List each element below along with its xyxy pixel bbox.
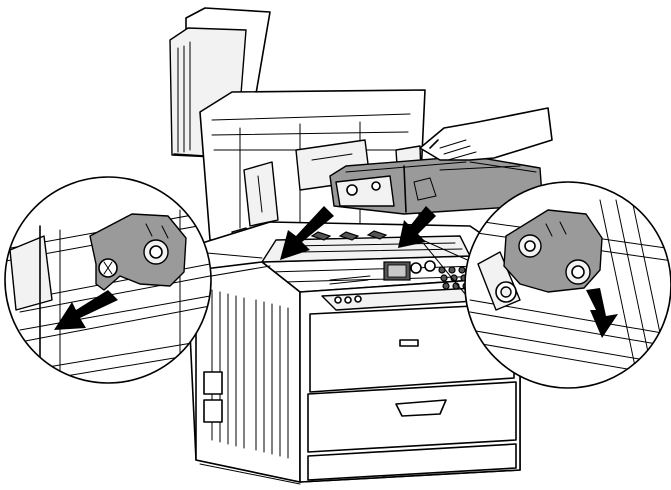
control-panel	[321, 260, 491, 311]
magnifier-callout-right	[464, 181, 671, 389]
hand-icon	[419, 107, 553, 161]
insert-arrow-right	[398, 206, 436, 248]
insert-arrow-left	[280, 206, 334, 260]
magnifier-callout-left	[4, 176, 212, 384]
callout-connector-right	[417, 237, 473, 301]
printer-icon	[169, 7, 521, 485]
toner-cartridge-icon	[329, 155, 543, 215]
